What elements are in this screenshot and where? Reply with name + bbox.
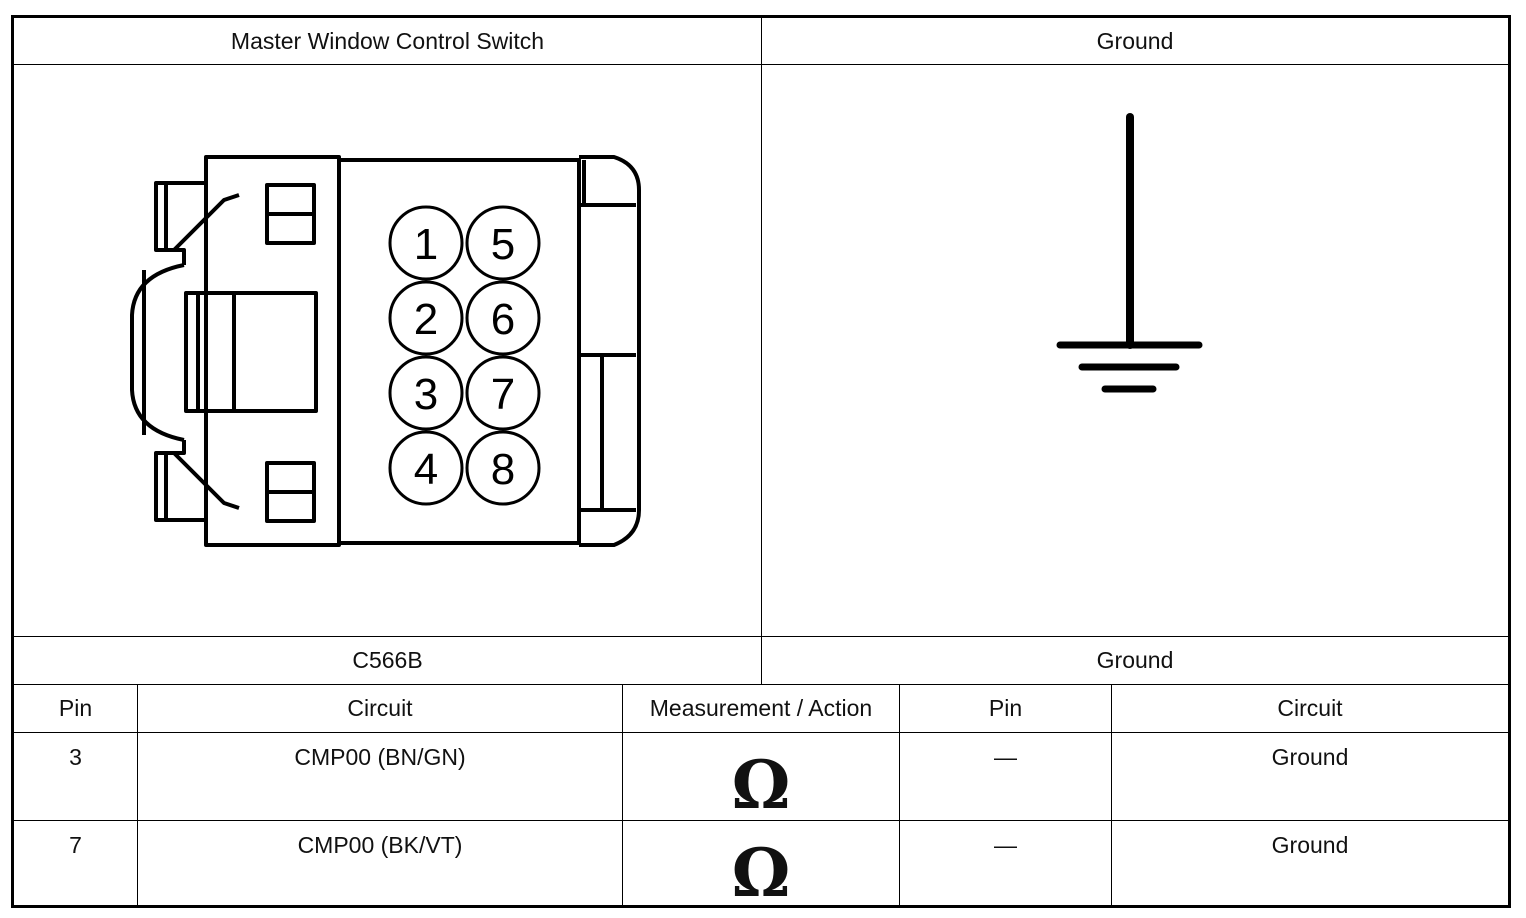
table-cell-pin: 3: [69, 744, 82, 770]
divider: [14, 732, 1508, 733]
pin-5-circle: [465, 205, 541, 281]
divider: [761, 18, 762, 685]
divider: [1111, 684, 1112, 905]
pin-label: 1: [414, 220, 438, 269]
divider: [622, 684, 623, 905]
ground-icon: [1056, 113, 1203, 393]
column-header-circuit-2: Circuit: [1277, 695, 1343, 721]
pin-4-circle: [388, 430, 464, 506]
divider: [899, 684, 900, 905]
column-header-measurement: Measurement / Action: [649, 695, 873, 721]
ground-label: Ground: [1096, 647, 1174, 673]
divider: [14, 820, 1508, 821]
ground-symbol-diagram: [762, 65, 1508, 636]
pin-label: 5: [491, 220, 515, 269]
table-cell-circuit-2: Ground: [1271, 832, 1349, 858]
connector-svg: 1 2 3 4 5 6 7 8: [130, 155, 641, 547]
pin-7-circle: [465, 355, 541, 431]
measurement-symbol: Ω: [731, 834, 791, 912]
ohm-icon: Ω: [623, 733, 899, 820]
column-header-circuit: Circuit: [347, 695, 413, 721]
pinout-table-frame: Master Window Control Switch Ground: [11, 15, 1511, 908]
table-cell-circuit: CMP00 (BN/GN): [294, 744, 466, 770]
pin-3-circle: [388, 355, 464, 431]
pin-label: 2: [414, 295, 438, 344]
pin-2-circle: [388, 280, 464, 356]
column-header-pin-2: Pin: [988, 695, 1023, 721]
ground-title: Ground: [1096, 27, 1174, 54]
pin-label: 7: [491, 370, 515, 419]
pin-label: 6: [491, 295, 515, 344]
pin-label: 3: [414, 370, 438, 419]
divider: [137, 684, 138, 905]
measurement-symbol: Ω: [731, 746, 791, 824]
table-cell-circuit: CMP00 (BK/VT): [297, 832, 463, 858]
connector-id: C566B: [352, 647, 423, 673]
connector-face-diagram: 1 2 3 4 5 6 7 8: [14, 65, 761, 636]
table-cell-pin: 7: [69, 832, 82, 858]
pin-1-circle: [388, 205, 464, 281]
table-cell-pin-2: —: [994, 744, 1017, 770]
pin-label: 4: [414, 445, 438, 494]
column-header-pin: Pin: [58, 695, 93, 721]
table-cell-circuit-2: Ground: [1271, 744, 1349, 770]
pin-label: 8: [491, 445, 515, 494]
pin-6-circle: [465, 280, 541, 356]
pin-8-circle: [465, 430, 541, 506]
component-title: Master Window Control Switch: [230, 27, 545, 54]
table-cell-pin-2: —: [994, 832, 1017, 858]
ohm-icon: Ω: [623, 821, 899, 912]
